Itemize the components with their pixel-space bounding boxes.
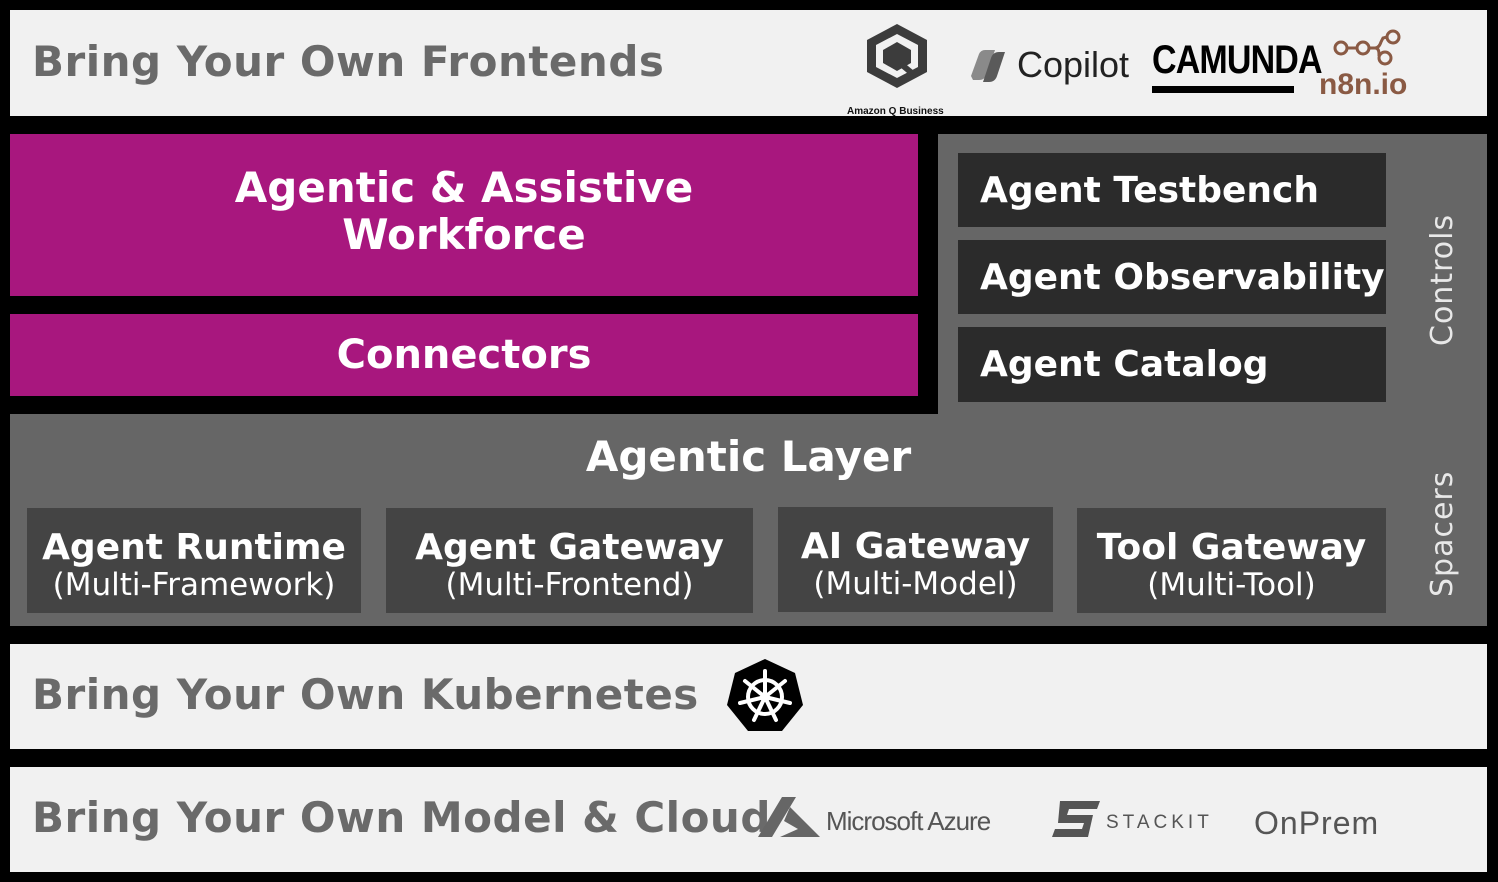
camunda-logo: CAMUNDA: [1152, 38, 1323, 96]
cloud-title: Bring Your Own Model & Cloud: [32, 793, 771, 842]
amazon-q-icon: [867, 24, 927, 88]
connectors-label: Connectors: [336, 332, 592, 378]
tool-gateway-title: Tool Gateway: [1096, 527, 1367, 568]
n8n-logo: n8n.io: [1315, 28, 1415, 108]
workforce-block: Agentic & Assistive Workforce: [10, 134, 918, 296]
agent-testbench-label: Agent Testbench: [980, 169, 1320, 211]
onprem-label: OnPrem: [1254, 805, 1380, 841]
azure-icon: [758, 797, 820, 837]
amazon-q-logo: Amazon Q Business: [845, 20, 950, 117]
ai-gateway-box: AI Gateway (Multi-Model): [778, 507, 1053, 612]
amazon-q-label: Amazon Q Business: [847, 106, 944, 117]
camunda-label: CAMUNDA: [1152, 38, 1323, 82]
frontends-band: Bring Your Own Frontends Amazon Q Busine…: [10, 10, 1487, 117]
controls-vertical-label: Controls: [1425, 213, 1460, 346]
agent-catalog-box: Agent Catalog: [958, 327, 1386, 402]
agent-gateway-box: Agent Gateway (Multi-Frontend): [386, 508, 753, 613]
kubernetes-band: Bring Your Own Kubernetes: [10, 644, 1487, 749]
cloud-band: Bring Your Own Model & Cloud Microsoft A…: [10, 767, 1487, 872]
agent-gateway-subtitle: (Multi-Frontend): [445, 567, 694, 603]
azure-label: Microsoft Azure: [826, 806, 991, 836]
ai-gateway-subtitle: (Multi-Model): [813, 566, 1018, 602]
agent-runtime-box: Agent Runtime (Multi-Framework): [27, 508, 361, 613]
connectors-block: Connectors: [10, 314, 918, 396]
copilot-icon: [971, 50, 1005, 82]
camunda-underline: [1152, 86, 1294, 93]
stackit-icon: [1052, 801, 1100, 837]
n8n-icon: [1333, 29, 1401, 66]
stackit-label: STACKIT: [1106, 812, 1213, 833]
agent-observability-label: Agent Observability: [980, 256, 1385, 298]
agent-runtime-title: Agent Runtime: [42, 527, 346, 568]
agent-testbench-box: Agent Testbench: [958, 153, 1386, 227]
kubernetes-icon: [727, 659, 803, 731]
tool-gateway-subtitle: (Multi-Tool): [1147, 567, 1316, 603]
agent-observability-box: Agent Observability: [958, 240, 1386, 314]
frontends-title: Bring Your Own Frontends: [32, 37, 665, 86]
ai-gateway-title: AI Gateway: [800, 526, 1031, 567]
spacers-vertical-label: Spacers: [1425, 470, 1460, 597]
agent-catalog-label: Agent Catalog: [980, 344, 1269, 385]
copilot-label: Copilot: [1017, 44, 1130, 85]
agent-runtime-subtitle: (Multi-Framework): [52, 567, 336, 603]
tool-gateway-box: Tool Gateway (Multi-Tool): [1077, 508, 1386, 613]
copilot-logo: Copilot: [965, 44, 1145, 88]
workforce-title-line2: Workforce: [342, 210, 586, 259]
n8n-label: n8n.io: [1319, 68, 1408, 101]
agent-gateway-title: Agent Gateway: [415, 527, 724, 568]
workforce-title-line1: Agentic & Assistive: [234, 163, 694, 212]
agentic-layer-title: Agentic Layer: [585, 432, 912, 481]
kubernetes-title: Bring Your Own Kubernetes: [32, 670, 699, 719]
